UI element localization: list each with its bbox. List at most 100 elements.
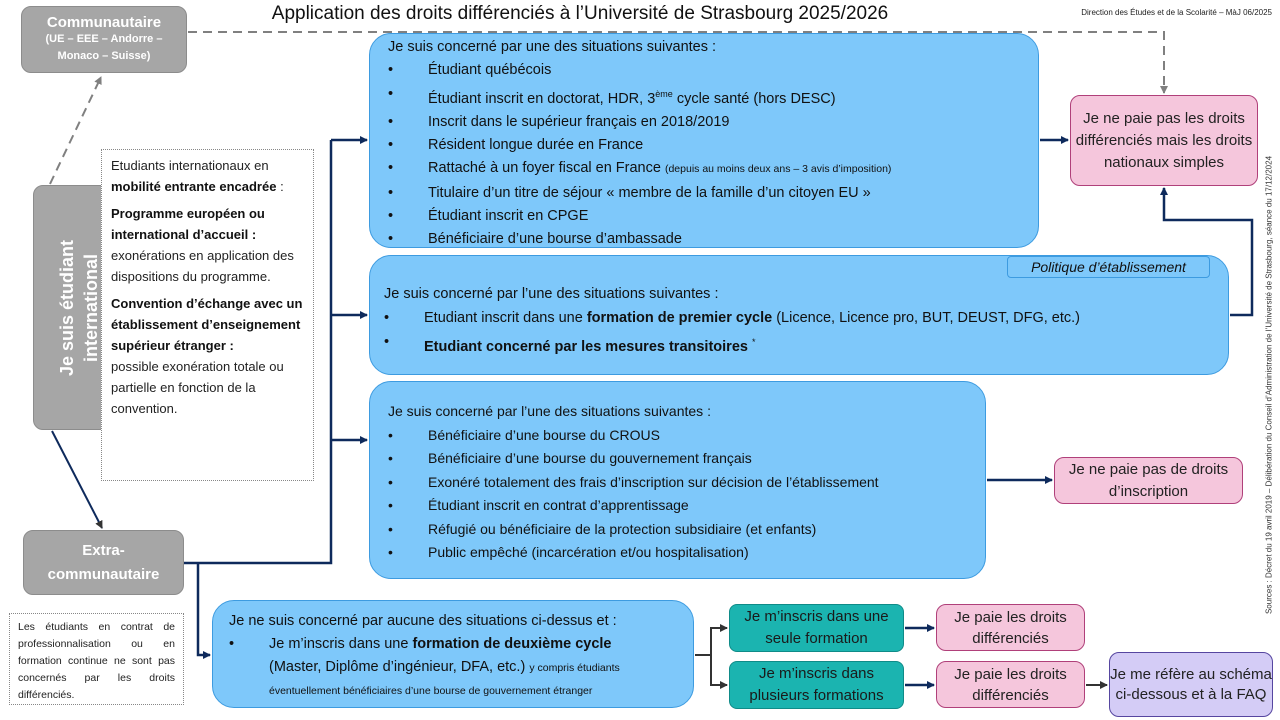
list-item: • Bénéficiaire d’une bourse du gouverneme… [388,447,967,471]
item-text: Étudiant québécois [428,62,552,79]
item-text: Résident longue durée en France [428,137,644,154]
communautaire-title: Communautaire [46,14,162,31]
mobility-intro-bold: mobilité entrante encadrée [111,179,277,194]
bullet-icon: • [388,137,394,154]
bullet-icon: • [229,636,235,652]
box-situations-national: Je suis concerné par une des situations … [369,33,1039,248]
item-text: Exonéré totalement des frais d’inscripti… [428,473,879,490]
bullet-icon: • [384,310,390,326]
item-text: Titulaire d’un titre de séjour « membre … [428,184,871,201]
bullet-icon: • [388,113,394,130]
list-item: •Etudiant inscrit dans une formation de … [384,306,1214,330]
item-text: Bénéficiaire d’une bourse du gouvernemen… [428,450,752,466]
communautaire-line1: (UE – EEE – Andorre – [45,33,163,45]
item-line2: (Master, Diplôme d’ingénieur, DFA, etc.) [269,659,530,675]
bullet-icon: • [388,160,394,177]
item-text: Je m’inscris dans une [269,636,413,652]
box-exonerations: Je suis concerné par l’une des situation… [369,381,986,579]
choice-single-formation: Je m’inscris dans une seule formation [729,604,904,652]
policy-badge: Politique d’établissement [1007,256,1210,278]
list-item: • Je m’inscris dans une formation de deux… [229,633,677,702]
box-deuxieme-cycle: Je ne suis concerné par aucune des situa… [212,600,694,708]
split-box4 [695,624,728,656]
list-item: •Titulaire d’un titre de séjour « membre… [388,182,1020,205]
choice-multiple-formations: Je m’inscris dans plusieurs formations [729,661,904,709]
arrow-to-box4 [196,563,211,659]
item-small-text-2: éventuellement bénéficiaires d’une bours… [269,685,593,697]
bullet-icon: • [388,85,394,102]
programme-paragraph: Programme européen ou international d’ac… [111,203,304,287]
bullet-icon: • [388,62,394,79]
outcome-refer-faq: Je me réfère au schéma ci-dessous et à l… [1109,652,1273,717]
item-text-end: cycle santé (hors DESC) [672,90,836,107]
item-text: Étudiant inscrit en CPGE [428,207,589,224]
item-text: Bénéficiaire d’une bourse d’ambassade [428,231,682,248]
list-item: • Étudiant québécois [388,59,1020,82]
box2-list: •Etudiant inscrit dans une formation de … [384,306,1214,359]
item-sup: ème [655,88,673,99]
item-text: Public empêché (incarcération et/ou hosp… [428,544,749,560]
sources-vertical: Sources : Décret du 19 avril 2019 – Déli… [1262,140,1276,630]
list-item: •Etudiant concerné par les mesures trans… [384,330,1214,359]
mobility-intro: Etudiants internationaux en mobilité ent… [111,155,304,197]
bullet-icon: • [388,520,393,537]
box1-list: • Étudiant québécois • Étudiant inscrit en… [388,59,1020,251]
convention-text: possible exonération totale ou partielle… [111,359,284,416]
programme-title: Programme européen ou international d’ac… [111,206,265,242]
communautaire-line2: Monaco – Suisse) [57,50,151,62]
list-item: •Bénéficiaire d’une bourse du CROUS [388,424,967,448]
arrow-to-extra [51,430,103,529]
convention-paragraph: Convention d’échange avec un établisseme… [111,293,304,419]
item-text-end: (Licence, Licence pro, BUT, DEUST, DFG, … [772,310,1080,326]
sources-text: Sources : Décret du 19 avril 2019 – Déli… [1264,155,1274,615]
bullet-icon: • [388,497,393,513]
item-small-text: y compris étudiants [529,662,620,674]
list-item: • Inscrit dans le supérieur français en 2… [388,111,1020,134]
box3-heading: Je suis concerné par l’une des situation… [388,403,711,419]
item-text: Étudiant inscrit en doctorat, HDR, 3 [428,90,656,107]
list-item: • Public empêché (incarcération et/ou hos… [388,541,967,565]
intl-line2: international [81,253,102,362]
bullet-icon: • [388,231,394,248]
item-text: Étudiant inscrit en contrat d’apprentiss… [428,497,689,513]
list-item: • Étudiant inscrit en doctorat, HDR, 3ème… [388,83,1020,111]
list-item: • Étudiant inscrit en CPGE [388,205,1020,228]
item-text: Inscrit dans le supérieur français en 20… [428,113,730,130]
outcome-national-fees: Je ne paie pas les droits différenciés m… [1070,95,1258,186]
list-item: • Étudiant inscrit en contrat d’apprentis… [388,494,967,518]
asterisk-note: * [751,337,756,347]
bullet-icon: • [388,207,394,224]
intl-line1: Je suis étudiant [57,239,78,376]
programme-text: exonérations en application des disposit… [111,248,294,284]
page-title: Application des droits différenciés à l’… [271,3,889,24]
item-text: Réfugié ou bénéficiaire de la protection… [428,520,817,537]
credit-line: Direction des Études et de la Scolarité … [1081,8,1272,17]
intl-label: Je suis étudiant international [55,239,103,375]
box1-heading: Je suis concerné par une des situations … [388,39,717,55]
outcome-pay-multiple: Je paie les droits différenciés [936,661,1085,708]
item-small-text: (depuis au moins deux ans – 3 avis d’imp… [664,163,892,176]
bullet-icon: • [388,450,393,466]
outcome-pay-single: Je paie les droits différenciés [936,604,1085,651]
box3-list: •Bénéficiaire d’une bourse du CROUS • Bén… [388,424,967,565]
outcome-no-fees: Je ne paie pas de droits d’inscription [1054,457,1243,504]
professionalisation-note: Les étudiants en contrat de professionna… [9,613,184,705]
item-bold: Etudiant concerné par les mesures transi… [424,338,748,355]
mobility-note: Etudiants internationaux en mobilité ent… [101,149,314,481]
list-item: • Bénéficiaire d’une bourse d’ambassade [388,228,1020,251]
list-item: • Rattaché à un foyer fiscal en France (d… [388,157,1020,181]
box4-heading: Je ne suis concerné par aucune des situa… [229,613,617,629]
bullet-icon: • [388,473,393,490]
list-item: • Exonéré totalement des frais d’inscript… [388,471,967,495]
box4-list: • Je m’inscris dans une formation de deux… [229,633,677,702]
bullet-icon: • [388,544,393,560]
item-text: Rattaché à un foyer fiscal en France [428,160,665,177]
mobility-intro-end: : [276,179,284,194]
node-extra-communautaire: Extra- communautaire [23,530,184,595]
split-box4-b [710,655,728,689]
box2-heading: Je suis concerné par l’une des situation… [384,286,719,302]
dashed-arrow-to-communautaire [49,76,102,185]
extra-line2: communautaire [47,565,160,583]
bullet-icon: • [388,426,393,443]
item-bold: formation de deuxième cycle [412,636,612,652]
